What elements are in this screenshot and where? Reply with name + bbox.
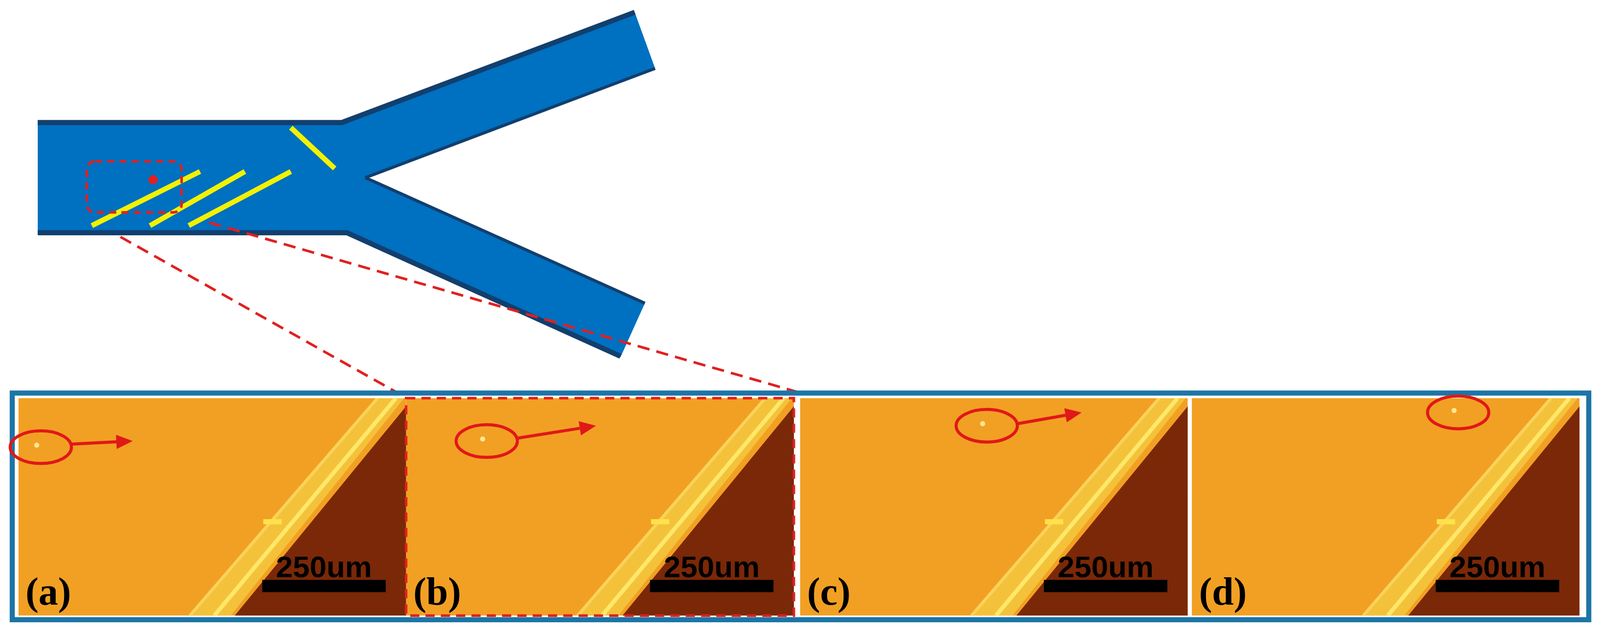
micrograph <box>10 397 407 616</box>
electrode-region <box>622 406 794 616</box>
micrograph <box>1191 395 1580 616</box>
motion-arrow <box>1017 415 1066 424</box>
y-channel <box>37 12 656 357</box>
electrode-mark <box>651 518 670 524</box>
panel-label: (a) <box>25 571 71 611</box>
scale-label: 250um <box>276 551 373 582</box>
particle <box>34 442 40 448</box>
motion-arrow <box>518 427 580 438</box>
scale-label: 250um <box>1057 551 1154 582</box>
particle <box>1451 407 1457 413</box>
electrode-mark <box>263 518 283 524</box>
panel-label: (d) <box>1199 571 1248 611</box>
arrow-head <box>1064 407 1082 422</box>
micrograph <box>800 397 1188 616</box>
panel-strip <box>12 392 1589 619</box>
highlight-frame <box>406 397 794 616</box>
scale-label: 250um <box>663 551 760 582</box>
electrode-region <box>1408 406 1580 616</box>
electrode <box>188 171 291 226</box>
particle <box>480 436 485 441</box>
micrograph <box>406 397 794 616</box>
electrode <box>150 171 245 226</box>
electrode-mark <box>1044 518 1064 524</box>
micrograph-panel: (c) 250um <box>800 397 1188 616</box>
electrode-edge <box>214 397 396 616</box>
electrode-edge <box>577 397 792 616</box>
micrograph-ground <box>800 397 1188 616</box>
arrow-head <box>115 434 133 449</box>
panel-label: (c) <box>807 571 851 611</box>
zoom-line <box>120 236 398 393</box>
micrograph-ground <box>406 397 794 616</box>
particle-circle <box>1427 395 1489 429</box>
micrograph-ground <box>1191 397 1580 616</box>
micrograph-panel: (b) 250um <box>406 397 794 616</box>
zoom-line <box>209 222 802 394</box>
electrode-edge <box>1387 397 1570 616</box>
electrode <box>91 171 200 226</box>
micrograph-panel: (d) 250um <box>1191 397 1580 616</box>
electrode-region <box>1016 406 1188 616</box>
electrode-edge <box>602 397 785 616</box>
panel-label: (b) <box>413 571 461 611</box>
electrode-region <box>234 406 407 616</box>
electrode-mark <box>1436 518 1456 524</box>
electrode-edge <box>971 397 1186 616</box>
electrode-edge <box>1363 397 1578 616</box>
particle-dot <box>148 175 158 185</box>
particle-circle <box>956 409 1018 442</box>
particle-circle <box>10 430 72 464</box>
channel-wall <box>365 177 645 304</box>
micrograph-ground <box>18 397 407 616</box>
particle-circle <box>456 424 518 458</box>
electrode <box>290 127 335 169</box>
electrode-edge <box>189 397 404 616</box>
electrode-edge <box>995 397 1178 616</box>
zoom-box <box>86 161 182 213</box>
micrograph-panel: (a) 250um <box>18 397 407 616</box>
scale-label: 250um <box>1449 551 1546 582</box>
arrow-head <box>578 420 596 436</box>
channel-wall <box>37 12 635 123</box>
particle <box>980 420 986 426</box>
channel-wall <box>365 68 656 178</box>
motion-arrow <box>71 441 117 444</box>
